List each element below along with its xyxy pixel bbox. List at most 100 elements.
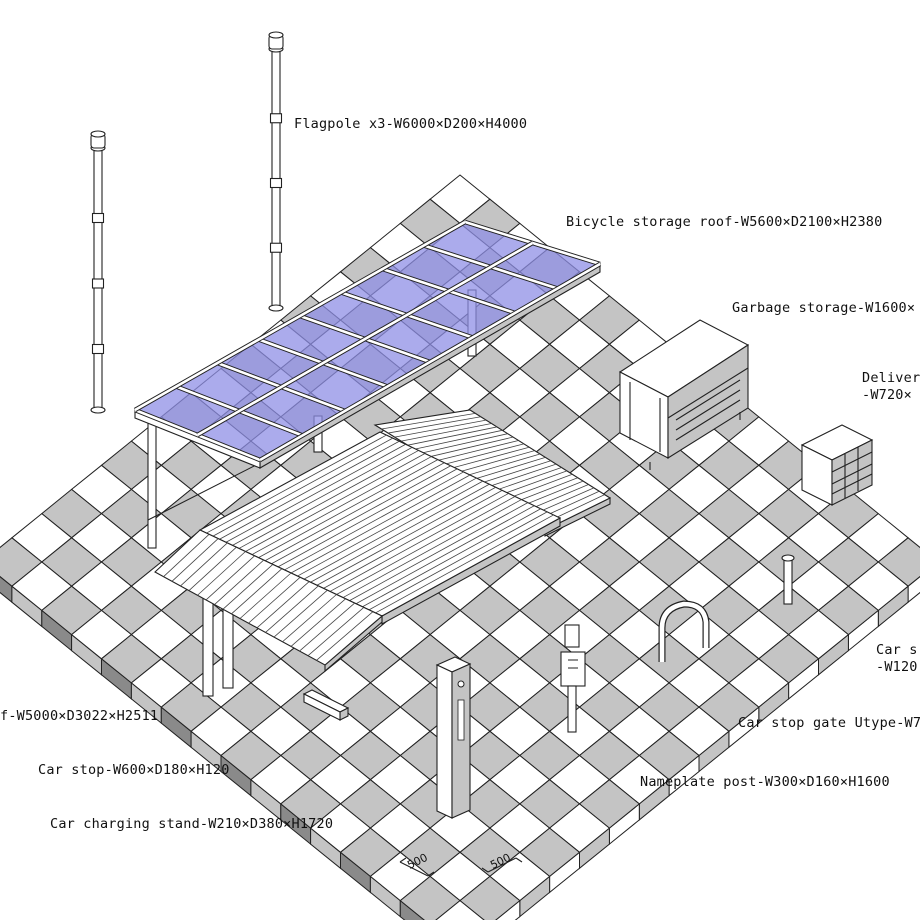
canopy-rib bbox=[420, 433, 508, 454]
canopy-rib bbox=[214, 559, 264, 605]
canopy-rib bbox=[264, 462, 445, 562]
label-car-roof: f-W5000×D3022×H2511 bbox=[0, 708, 158, 724]
canopy-rib bbox=[336, 496, 516, 595]
flagpole-base bbox=[90, 406, 106, 414]
canopy-rib bbox=[238, 450, 419, 549]
delivery-box bbox=[800, 424, 874, 506]
flagpole-joint bbox=[91, 278, 105, 289]
canopy-rib bbox=[342, 499, 522, 598]
canopy-rib bbox=[310, 483, 490, 583]
roof-rail-fill bbox=[259, 262, 601, 462]
canopy-rib bbox=[282, 594, 337, 643]
canopy-rib bbox=[188, 546, 237, 591]
nameplate-post bbox=[560, 624, 586, 733]
canopy-rib bbox=[453, 450, 535, 474]
car-stop-block bbox=[302, 689, 350, 721]
canopy-rib bbox=[427, 436, 514, 458]
canopy-rib bbox=[232, 447, 413, 546]
canopy-rib bbox=[248, 577, 301, 624]
canopy-rib bbox=[197, 551, 246, 596]
canopy-rib bbox=[303, 480, 484, 580]
canopy-rib bbox=[231, 568, 283, 615]
flagpole-joint bbox=[91, 212, 105, 224]
flagpole-joint bbox=[269, 177, 283, 189]
floor-tile bbox=[399, 875, 461, 920]
roof-brace bbox=[147, 461, 263, 521]
canopy-rib bbox=[245, 453, 426, 552]
canopy-rib bbox=[265, 585, 319, 633]
label-delivery-2: -W720× bbox=[862, 387, 912, 403]
canopy-rib bbox=[407, 426, 498, 446]
flagpoles bbox=[90, 31, 284, 414]
canopy-rib bbox=[277, 468, 458, 568]
canopy-rib bbox=[433, 440, 519, 462]
canopy-rib bbox=[349, 502, 529, 601]
canopy-rib bbox=[239, 572, 292, 619]
garbage-storage bbox=[618, 319, 750, 470]
canopy-rib bbox=[271, 465, 451, 565]
canopy-rib bbox=[323, 490, 503, 589]
car-charging-stand bbox=[435, 656, 472, 819]
canopy-rib bbox=[290, 598, 346, 647]
canopy-rib bbox=[256, 581, 310, 629]
canopy-rib bbox=[388, 416, 481, 434]
flagpole-joint bbox=[91, 343, 105, 355]
canopy-rib bbox=[440, 443, 524, 466]
label-car-stop: Car stop-W600×D180×H120 bbox=[38, 762, 230, 778]
floor-tile bbox=[435, 899, 485, 920]
car-stop-gate-utype bbox=[658, 600, 710, 662]
flagpole-finial-top bbox=[90, 130, 106, 138]
canopy-rib bbox=[375, 514, 554, 614]
canopy-rib bbox=[212, 437, 394, 537]
canopy-rib bbox=[307, 607, 365, 657]
label-delivery-1: Deliver bbox=[862, 370, 920, 386]
canopy-rib bbox=[258, 459, 439, 558]
flagpole-base bbox=[268, 304, 284, 312]
label-car-stop-gate: Car stop gate Utype-W7 bbox=[738, 715, 920, 731]
canopy-rib bbox=[299, 602, 355, 652]
canopy-rib bbox=[394, 419, 487, 438]
canopy-rib bbox=[446, 446, 530, 470]
canopy-rib bbox=[206, 434, 387, 534]
label-garbage: Garbage storage-W1600× bbox=[732, 300, 915, 316]
canopy-deck bbox=[154, 529, 384, 666]
labels: Flagpole x3-W6000×D200×H4000 Bicycle sto… bbox=[0, 116, 920, 832]
canopy-rib bbox=[316, 486, 496, 586]
canopy-rib bbox=[180, 542, 228, 587]
label-bicycle-roof: Bicycle storage roof-W5600×D2100×H2380 bbox=[566, 214, 882, 230]
canopy-rib bbox=[290, 474, 471, 574]
canopy-rib bbox=[205, 555, 255, 601]
canopy-rib bbox=[362, 508, 541, 608]
canopy-rib bbox=[329, 493, 509, 592]
canopy-rib bbox=[222, 564, 274, 610]
canopy-rib bbox=[251, 456, 432, 555]
flagpole-finial-top bbox=[268, 31, 284, 39]
label-car-stop-right-2: -W120 bbox=[876, 659, 918, 675]
flagpole-joint bbox=[269, 242, 283, 253]
canopy-rib bbox=[225, 443, 406, 543]
canopy-rib bbox=[297, 477, 477, 577]
canopy-rib bbox=[459, 453, 541, 478]
bicycle-storage-roof bbox=[133, 219, 602, 549]
canopy-rib bbox=[355, 505, 535, 605]
canopy-rib bbox=[472, 460, 551, 486]
canopy-rib bbox=[273, 589, 328, 638]
car-roof-canopy bbox=[154, 409, 612, 697]
label-nameplate: Nameplate post-W300×D160×H1600 bbox=[640, 774, 890, 790]
label-car-stop-right-1: Car s bbox=[876, 642, 918, 658]
roof-post bbox=[147, 421, 157, 549]
canopy-rib bbox=[284, 471, 464, 571]
canopy-post bbox=[202, 589, 214, 697]
canopy-rib bbox=[368, 511, 548, 611]
flagpole-joint bbox=[269, 113, 283, 124]
canopy-rib bbox=[163, 534, 210, 577]
roof-rail-fill bbox=[134, 220, 466, 412]
canopy-rib bbox=[401, 423, 492, 442]
floor-tile bbox=[459, 875, 521, 920]
canopy-rib bbox=[219, 440, 400, 540]
canopy-rib bbox=[381, 412, 476, 430]
roof-rail-fill bbox=[196, 241, 534, 437]
canopy-rib bbox=[466, 457, 546, 482]
car-stop-post bbox=[781, 554, 795, 605]
